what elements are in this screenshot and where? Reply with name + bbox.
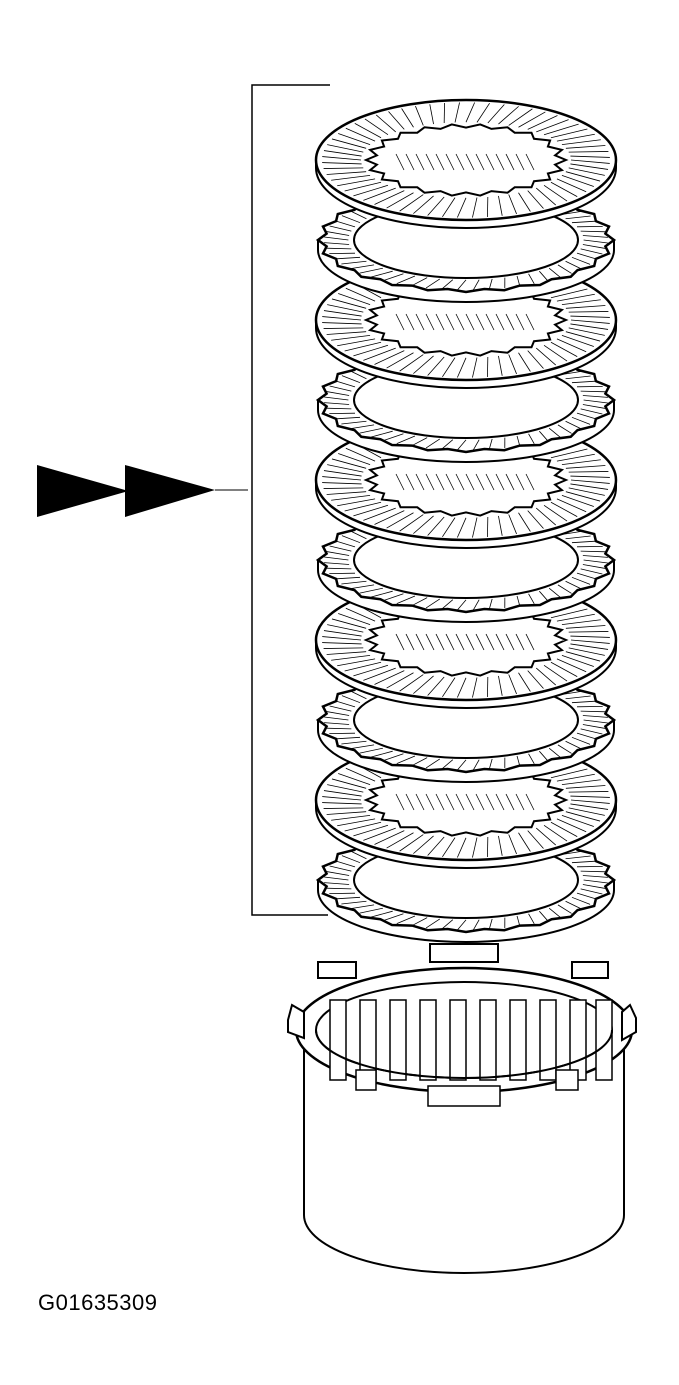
housing-spline <box>569 999 587 1081</box>
clutch-drum-housing <box>287 943 637 1274</box>
plate-stack-bracket <box>251 84 330 916</box>
figure-id-label: G01635309 <box>38 1290 158 1315</box>
housing-spline <box>539 999 557 1081</box>
housing-spline <box>449 999 467 1081</box>
housing-spline <box>509 999 527 1081</box>
housing-spline <box>419 999 437 1081</box>
double-arrow-icon <box>37 465 248 517</box>
housing-spline <box>389 999 407 1081</box>
friction-plate <box>314 98 618 229</box>
clutch-plate-stack <box>314 98 618 943</box>
housing-spline <box>479 999 497 1081</box>
housing-spline <box>595 999 613 1081</box>
housing-spline <box>329 999 347 1081</box>
